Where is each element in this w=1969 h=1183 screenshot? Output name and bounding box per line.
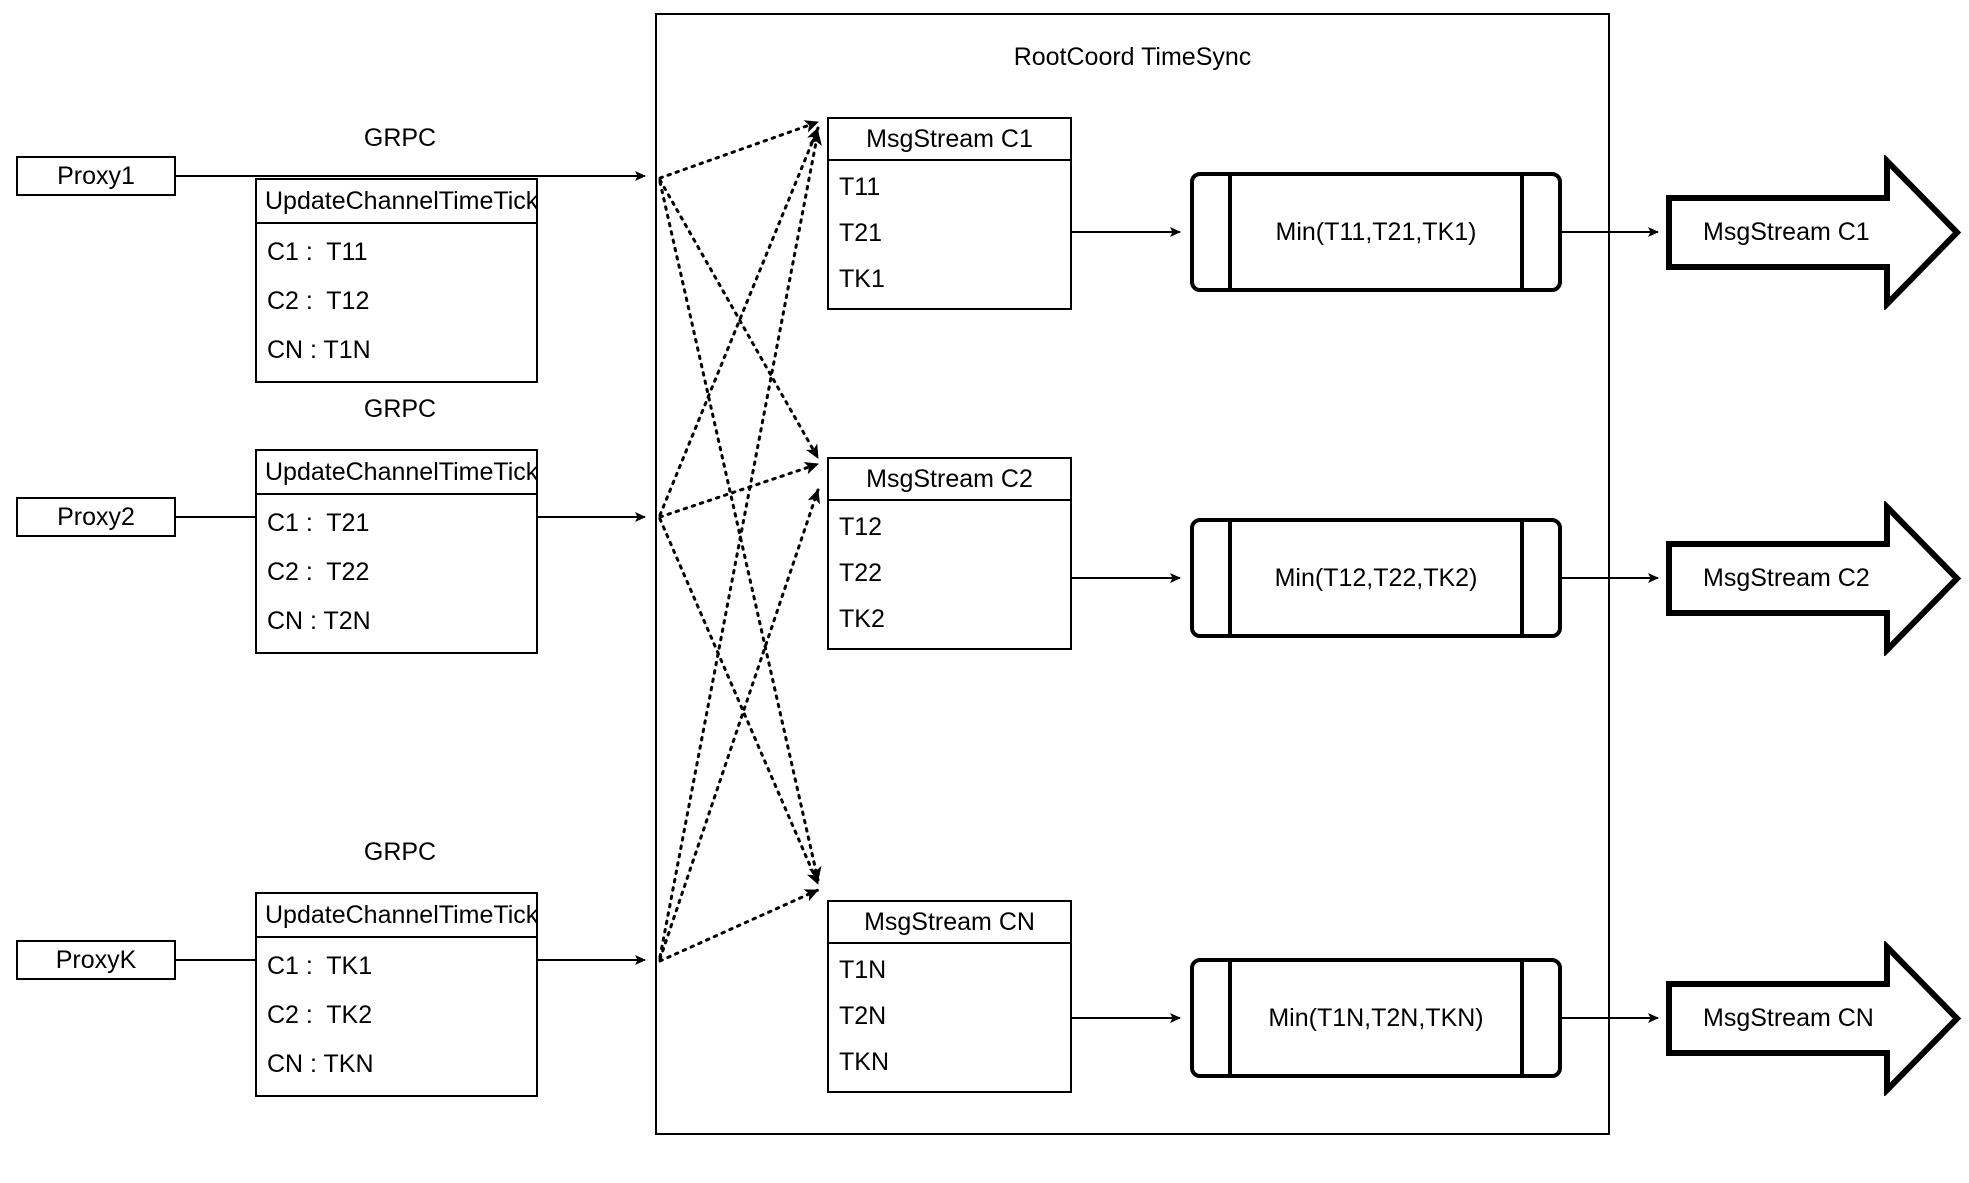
proxy-label-2: Proxy2 [57, 502, 135, 531]
tick-table-header-1: UpdateChannelTimeTick [257, 180, 538, 224]
output-block-arrow-3: MsgStream CN [1663, 941, 1963, 1096]
msgstream-body-2: T12 T22 TK2 [829, 501, 1070, 648]
min-process-box-2: Min(T12,T22,TK2) [1190, 518, 1562, 638]
msgstream-header-1: MsgStream C1 [829, 119, 1070, 161]
tick-table-row: C1 : T11 [267, 238, 368, 266]
proxy-label-1: Proxy1 [57, 161, 135, 190]
msgstream-row: TK1 [839, 264, 885, 293]
output-block-arrow-2: MsgStream C2 [1663, 501, 1963, 656]
tick-table-row: CN : T1N [267, 336, 371, 364]
msgstream-table-3: MsgStream CN T1N T2N TKN [827, 900, 1072, 1093]
container-title: RootCoord TimeSync [1013, 43, 1252, 71]
update-channel-timetick-table-2: UpdateChannelTimeTick C1 : T21 C2 : T22 … [255, 449, 538, 654]
min-process-box-3: Min(T1N,T2N,TKN) [1190, 958, 1562, 1078]
tick-table-row: CN : TKN [267, 1050, 374, 1078]
min-process-label-1: Min(T11,T21,TK1) [1275, 217, 1477, 246]
min-process-label-2: Min(T12,T22,TK2) [1274, 563, 1478, 592]
min-process-box-1: Min(T11,T21,TK1) [1190, 172, 1562, 292]
msgstream-row: TKN [839, 1047, 889, 1076]
msgstream-table-2: MsgStream C2 T12 T22 TK2 [827, 457, 1072, 650]
msgstream-row: T1N [839, 956, 887, 985]
grpc-label-3: GRPC [363, 838, 437, 866]
tick-table-row: C2 : T12 [267, 287, 370, 315]
grpc-label-2: GRPC [363, 395, 437, 423]
tick-table-row: C1 : T21 [267, 509, 370, 537]
output-arrow-label-2: MsgStream C2 [1703, 564, 1870, 592]
msgstream-row: T21 [839, 218, 883, 247]
output-arrow-label-3: MsgStream CN [1703, 1004, 1874, 1032]
tick-table-body-1: C1 : T11 C2 : T12 CN : T1N [257, 224, 536, 381]
min-process-label-3: Min(T1N,T2N,TKN) [1268, 1003, 1484, 1032]
output-block-arrow-1: MsgStream C1 [1663, 155, 1963, 310]
msgstream-row: T12 [839, 513, 883, 542]
proxy-box-3[interactable]: ProxyK [16, 940, 176, 980]
tick-table-row: C1 : TK1 [267, 952, 373, 980]
msgstream-header-2: MsgStream C2 [829, 459, 1070, 501]
proxy-box-1[interactable]: Proxy1 [16, 156, 176, 196]
proxy-box-2[interactable]: Proxy2 [16, 497, 176, 537]
msgstream-row: T22 [839, 558, 883, 587]
update-channel-timetick-table-3: UpdateChannelTimeTick C1 : TK1 C2 : TK2 … [255, 892, 538, 1097]
msgstream-body-3: T1N T2N TKN [829, 944, 1070, 1091]
tick-table-header-2: UpdateChannelTimeTick [257, 451, 538, 495]
msgstream-body-1: T11 T21 TK1 [829, 161, 1070, 308]
tick-table-header-3: UpdateChannelTimeTick [257, 894, 538, 938]
msgstream-table-1: MsgStream C1 T11 T21 TK1 [827, 117, 1072, 310]
msgstream-row: T11 [839, 173, 881, 202]
proxy-label-3: ProxyK [55, 945, 137, 974]
tick-table-body-2: C1 : T21 C2 : T22 CN : T2N [257, 495, 536, 652]
rootcoord-timesync-container [655, 13, 1610, 1135]
tick-table-row: C2 : TK2 [267, 1001, 373, 1029]
msgstream-row: T2N [839, 1001, 887, 1030]
tick-table-row: C2 : T22 [267, 558, 370, 586]
update-channel-timetick-table-1: UpdateChannelTimeTick C1 : T11 C2 : T12 … [255, 178, 538, 383]
tick-table-body-3: C1 : TK1 C2 : TK2 CN : TKN [257, 938, 536, 1095]
msgstream-header-3: MsgStream CN [829, 902, 1070, 944]
msgstream-row: TK2 [839, 604, 885, 633]
output-arrow-label-1: MsgStream C1 [1703, 218, 1870, 246]
tick-table-row: CN : T2N [267, 607, 371, 635]
grpc-label-1: GRPC [363, 124, 437, 152]
